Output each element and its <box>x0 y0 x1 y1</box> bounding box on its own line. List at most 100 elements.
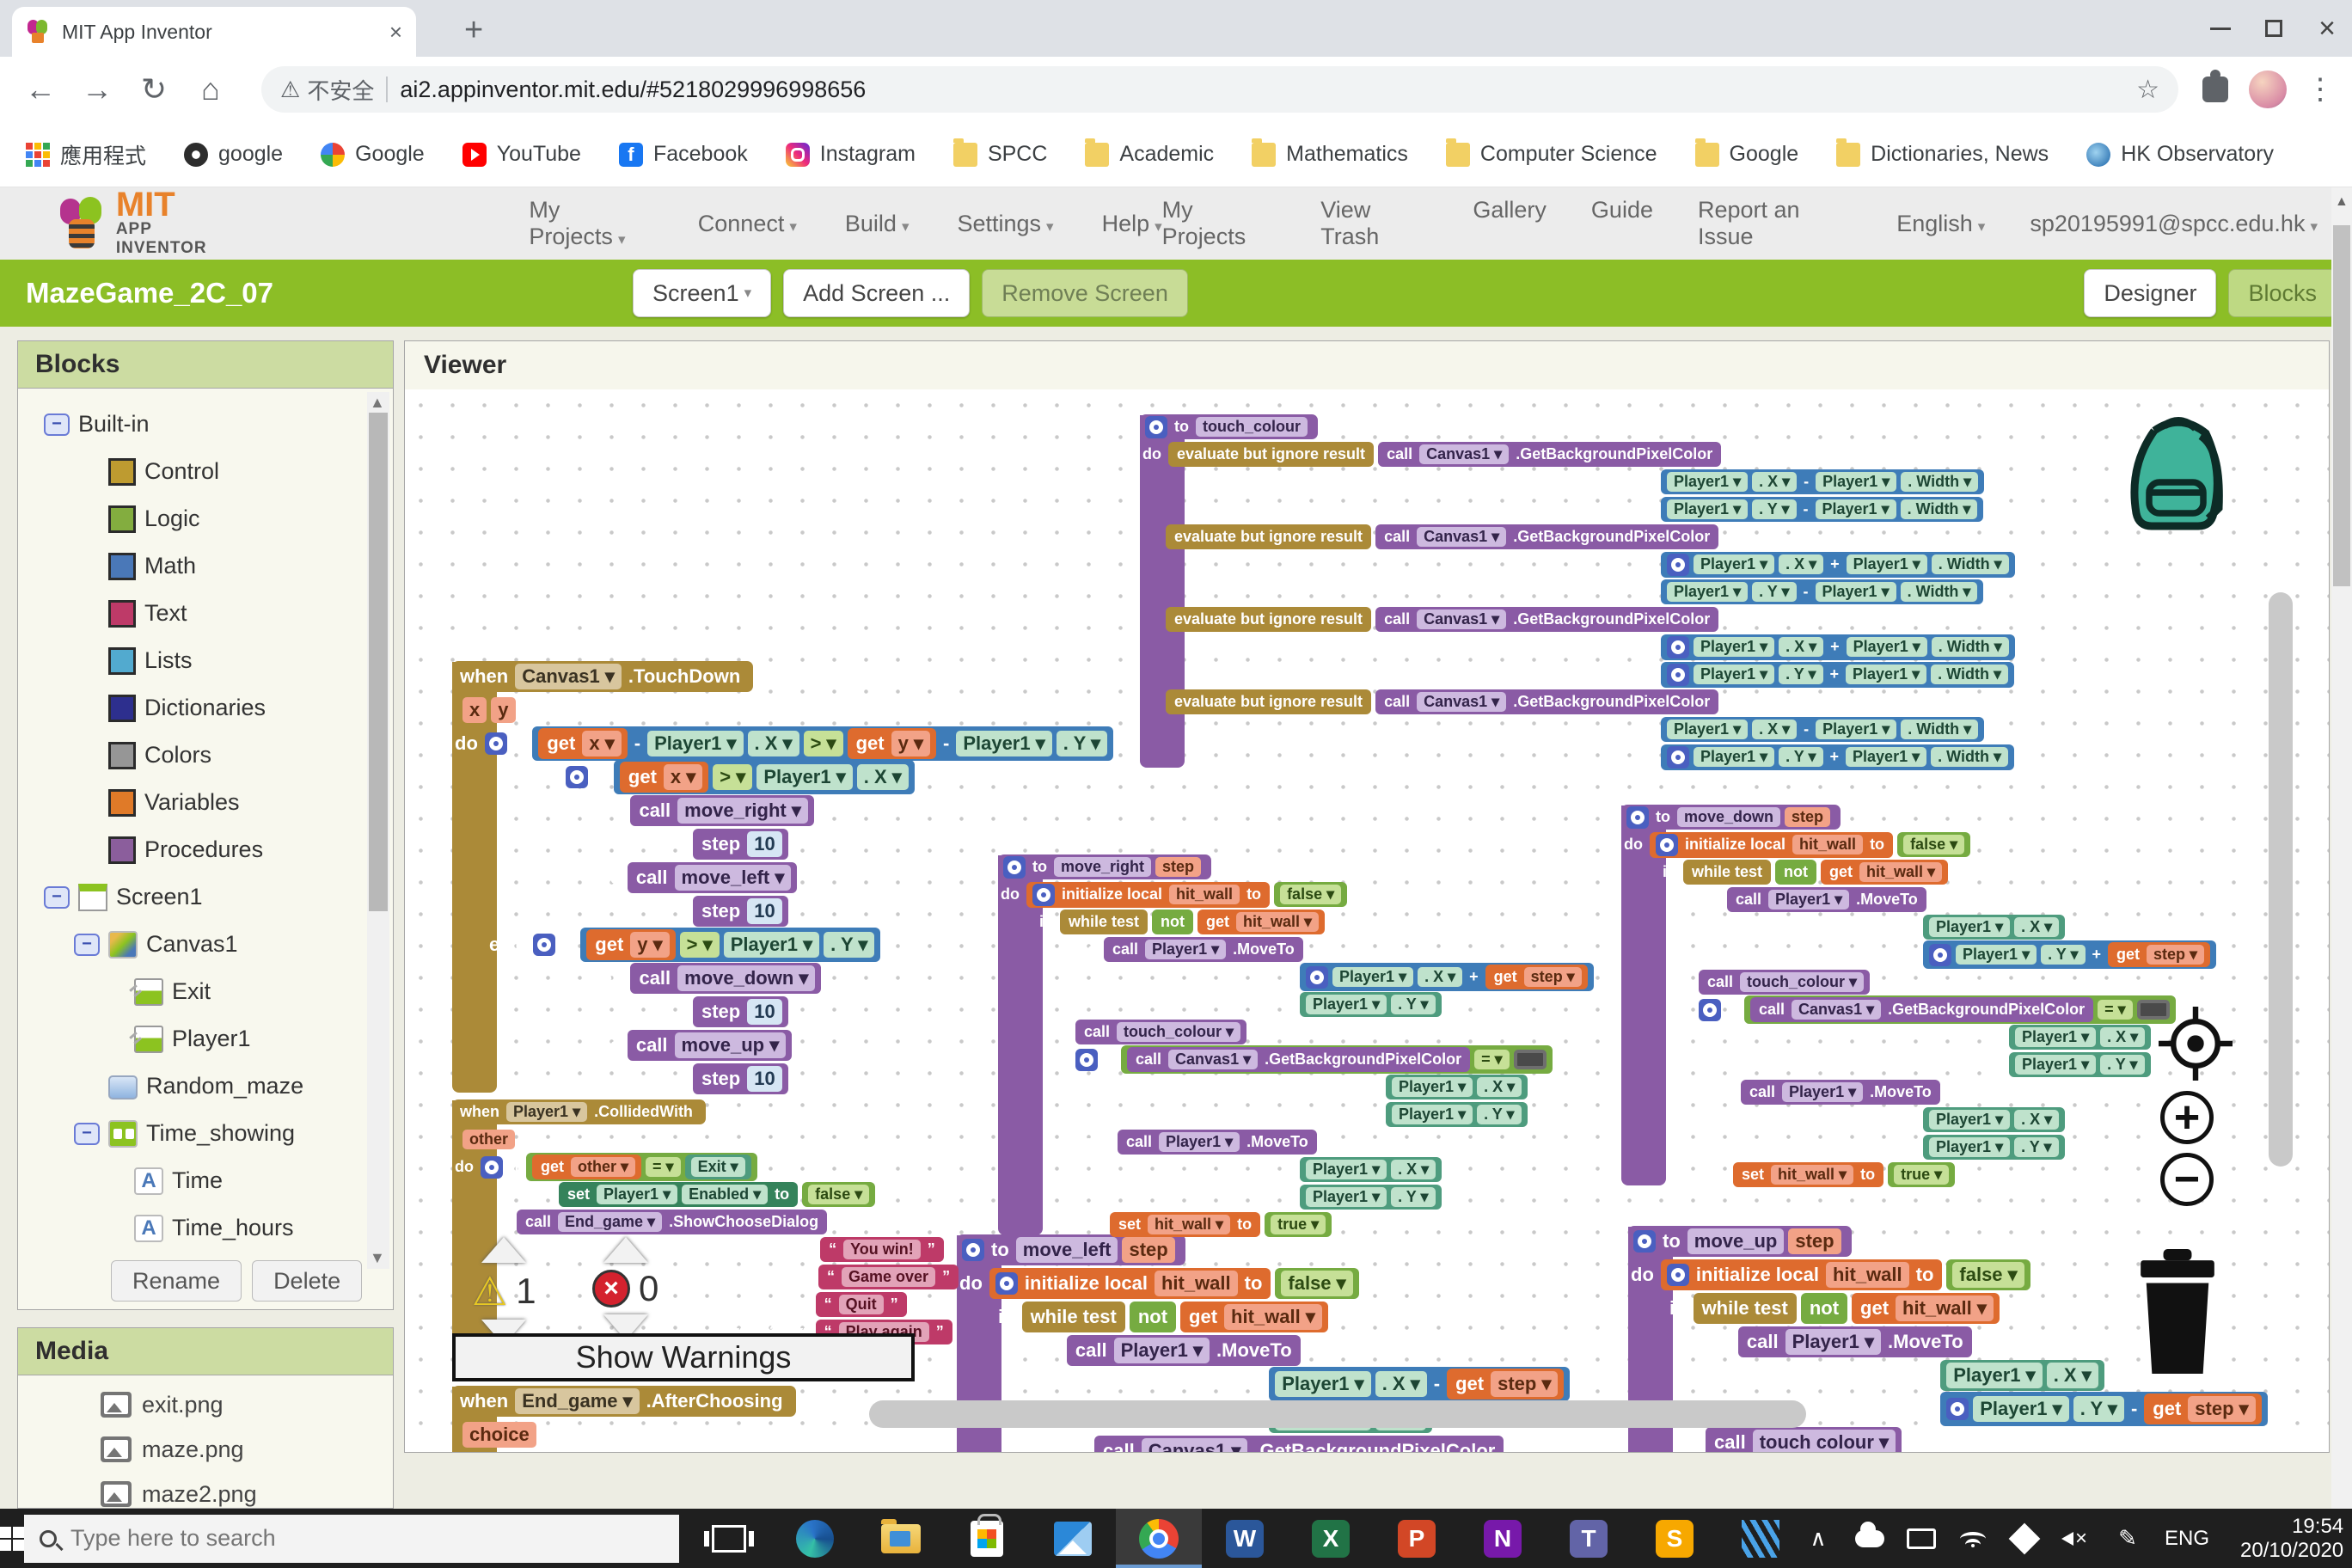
block-chip[interactable]: while test <box>1028 1304 1119 1330</box>
block-row[interactable]: title“Game over” <box>781 1265 959 1289</box>
block-chip[interactable]: Game over <box>842 1267 935 1287</box>
blocks-horizontal-scrollbar[interactable] <box>869 1400 1806 1428</box>
block-chip[interactable]: Player1 ▾ <box>1846 747 1926 767</box>
block-chip[interactable]: 10 <box>747 831 781 857</box>
block-chip[interactable]: - <box>1431 1371 1442 1397</box>
block-group-pink[interactable]: “Quit” <box>816 1292 907 1317</box>
block-chip[interactable]: 10 <box>747 1066 781 1092</box>
new-tab-button[interactable]: + <box>464 14 483 46</box>
mutator-gear-icon[interactable] <box>995 1272 1018 1295</box>
block-chip[interactable]: Player1 ▾ <box>1816 720 1896 739</box>
block-group-blue[interactable]: Player1 ▾. X ▾+Player1 ▾. Width ▾ <box>1661 634 2015 660</box>
block-chip[interactable]: move_left ▾ <box>675 865 792 891</box>
block-group-purple[interactable]: calltouch_colour ▾ <box>1699 970 1870 995</box>
block-group-green[interactable]: not <box>1152 910 1193 934</box>
block-row[interactable]: docallPlayer1 ▾.MoveTo <box>1034 1335 1301 1366</box>
block-chip[interactable]: x <box>1643 554 1657 574</box>
block-group-gold[interactable]: evaluate but ignore result <box>1166 607 1371 632</box>
taskbar-icon-mail[interactable] <box>1030 1509 1116 1568</box>
block-group-green[interactable]: getother ▾= ▾Exit ▾ <box>526 1153 757 1181</box>
taskbar-icon-ppt[interactable]: P <box>1374 1509 1460 1568</box>
block-chip[interactable]: get <box>2114 945 2142 965</box>
block-chip[interactable]: call <box>1705 972 1736 992</box>
tree-item-time[interactable]: Time <box>18 1157 393 1204</box>
block-row[interactable]: totouch_colour <box>1140 414 1318 439</box>
block-row[interactable]: whenCanvas1 ▾.TouchDown <box>452 661 753 692</box>
block-chip[interactable]: = ▾ <box>646 1157 681 1177</box>
block-row[interactable]: xPlayer1 ▾. X ▾ <box>1905 915 2065 940</box>
block-chip[interactable]: x <box>1905 1110 1919 1130</box>
block-chip[interactable]: call <box>1073 1338 1110 1363</box>
block-chip[interactable]: when <box>457 1102 502 1122</box>
block-chip[interactable]: then <box>1075 1132 1113 1152</box>
block-row[interactable]: doinitialize localhit_walltofalse ▾ <box>1628 1259 2030 1290</box>
block-group-purple[interactable]: callmove_left ▾ <box>628 862 798 893</box>
block-chip[interactable]: step <box>699 999 743 1025</box>
block-row[interactable]: step10 <box>693 829 788 860</box>
block-chip[interactable]: do <box>1706 1329 1734 1355</box>
block-chip[interactable]: get <box>1858 1295 1891 1321</box>
block-chip[interactable]: + <box>1467 967 1481 987</box>
block-row[interactable]: ifcallCanvas1 ▾.GetBackgroundPixelColor=… <box>1075 1047 1553 1072</box>
block-chip[interactable]: .GetBackgroundPixelColor <box>1510 527 1712 547</box>
block-row[interactable]: doinitialize localhit_walltofalse ▾ <box>1621 832 1970 857</box>
block-row[interactable]: tomove_leftstep <box>957 1234 1185 1265</box>
block-row[interactable]: thensetPlayer1 ▾Enabled ▾tofalse ▾ <box>517 1182 875 1207</box>
collapse-icon[interactable]: − <box>74 934 100 956</box>
block-group-green[interactable]: not <box>1801 1293 1847 1324</box>
bookmark-item[interactable]: Mathematics <box>1252 142 1408 167</box>
lang-indicator[interactable]: ENG <box>2165 1527 2209 1551</box>
block-chip[interactable]: to <box>1653 807 1673 827</box>
block-chip[interactable]: Player1 ▾ <box>1768 890 1849 910</box>
tree-item-math[interactable]: Math <box>18 542 393 590</box>
block-chip[interactable]: do <box>1628 1262 1657 1288</box>
block-chip[interactable]: hit_wall ▾ <box>1771 1165 1853 1185</box>
block-chip[interactable]: . Y ▾ <box>1057 731 1107 756</box>
block-chip[interactable]: move_down <box>1677 807 1780 827</box>
block-chip[interactable]: hit_wall ▾ <box>1236 912 1319 932</box>
block-chip[interactable]: y ▾ <box>891 731 930 756</box>
warning-stepper[interactable]: ⚠1 <box>472 1237 536 1345</box>
bookmark-item[interactable]: YouTube <box>462 142 581 167</box>
block-chip[interactable]: y <box>1643 499 1657 519</box>
block-group-purple[interactable]: callCanvas1 ▾.GetBackgroundPixelColor <box>1375 607 1718 632</box>
block-group-purple[interactable]: step10 <box>693 996 788 1027</box>
block-row[interactable]: xPlayer1 ▾. X ▾ <box>1368 1075 1528 1099</box>
block-chip[interactable]: . X ▾ <box>1375 1371 1427 1397</box>
tree-item-procedures[interactable]: Procedures <box>18 826 393 873</box>
block-chip[interactable]: get <box>544 731 578 756</box>
block-chip[interactable]: Player1 ▾ <box>1694 665 1774 684</box>
block-row[interactable]: xPlayer1 ▾. X ▾ <box>1282 1157 1442 1182</box>
page-scrollbar[interactable]: ▲ <box>2331 187 2352 1509</box>
block-chip[interactable]: Player1 ▾ <box>506 1102 587 1122</box>
block-chip[interactable]: + <box>1828 747 1842 767</box>
menu-build[interactable]: Build▾ <box>845 211 910 237</box>
block-row[interactable]: xPlayer1 ▾. X ▾-getstep ▾ <box>1249 1369 1570 1400</box>
block-chip[interactable]: Player1 ▾ <box>1816 499 1896 519</box>
block-group-orange[interactable]: getx ▾ <box>620 762 708 793</box>
trash-can-icon[interactable] <box>2135 1249 2220 1374</box>
block-group-blue[interactable]: Player1 ▾. X ▾-Player1 ▾. Width ▾ <box>1661 717 1984 742</box>
mutator-gear-icon[interactable] <box>485 732 507 755</box>
block-group-green[interactable]: true ▾ <box>1888 1162 1955 1187</box>
block-row[interactable]: calltouch colour ▾ <box>1706 1427 1902 1452</box>
block-chip[interactable]: in <box>1660 862 1679 882</box>
block-chip[interactable]: . Y ▾ <box>1779 665 1822 684</box>
block-chip[interactable]: Player1 ▾ <box>956 731 1051 756</box>
block-chip[interactable]: + <box>1828 554 1842 574</box>
block-group-teal[interactable]: Player1 ▾. X ▾ <box>2009 1025 2151 1050</box>
mutator-gear-icon[interactable] <box>1145 416 1167 438</box>
mutator-gear-icon[interactable] <box>481 1156 503 1179</box>
block-chip[interactable]: to <box>1172 417 1191 437</box>
block-chip[interactable]: not <box>1158 912 1187 932</box>
block-chip[interactable]: if <box>560 932 576 958</box>
block-group-teal[interactable]: Player1 ▾. Y ▾ <box>2009 1052 2151 1077</box>
tree-item-control[interactable]: Control <box>18 448 393 495</box>
block-chip[interactable]: + <box>1828 637 1842 657</box>
block-chip[interactable]: true ▾ <box>1894 1165 1949 1185</box>
block-chip[interactable]: Canvas1 ▾ <box>1168 1050 1258 1069</box>
block-chip[interactable]: call <box>636 965 673 991</box>
block-group-purple[interactable]: callmove_down ▾ <box>630 963 821 994</box>
block-row[interactable]: thencallPlayer1 ▾.MoveTo <box>1075 1130 1317 1155</box>
block-chip[interactable]: to <box>1867 835 1887 854</box>
